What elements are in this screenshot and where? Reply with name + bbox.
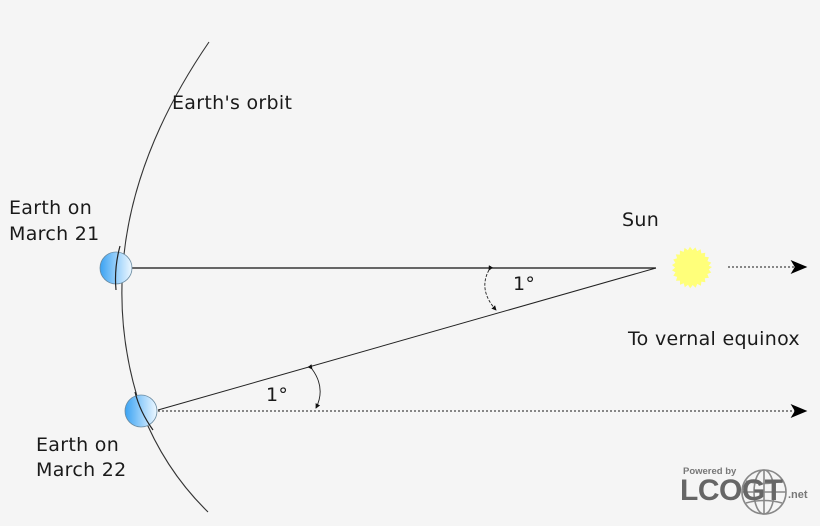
angle-arc-sun [484, 265, 497, 311]
earth-orbit-label: Earth's orbit [172, 92, 293, 114]
lcogt-suffix-text: .net [788, 489, 808, 501]
sun-icon [672, 246, 712, 289]
earth-march22-label-line1: Earth on [36, 434, 120, 456]
powered-by-text: Powered by [683, 466, 737, 477]
angle-label-earth: 1° [266, 384, 289, 406]
earth-sun-line-march22 [157, 267, 657, 411]
sun-label: Sun [622, 209, 660, 231]
earth-march22-label-line2: March 22 [36, 459, 127, 481]
lcogt-logo: Powered by LCOGT .net [678, 462, 818, 515]
earth-march21-label-line1: Earth on [9, 197, 93, 219]
lcogt-brand-text: LCOGT [680, 474, 783, 507]
earth-orbit-arc [121, 41, 210, 513]
angle-arc-earth [307, 364, 321, 409]
earth-march22-icon [124, 394, 158, 428]
angle-label-sun: 1° [513, 273, 536, 295]
globe-icon [741, 469, 787, 515]
earth-march21-label-line2: March 21 [9, 223, 100, 245]
vernal-equinox-label: To vernal equinox [628, 328, 800, 350]
